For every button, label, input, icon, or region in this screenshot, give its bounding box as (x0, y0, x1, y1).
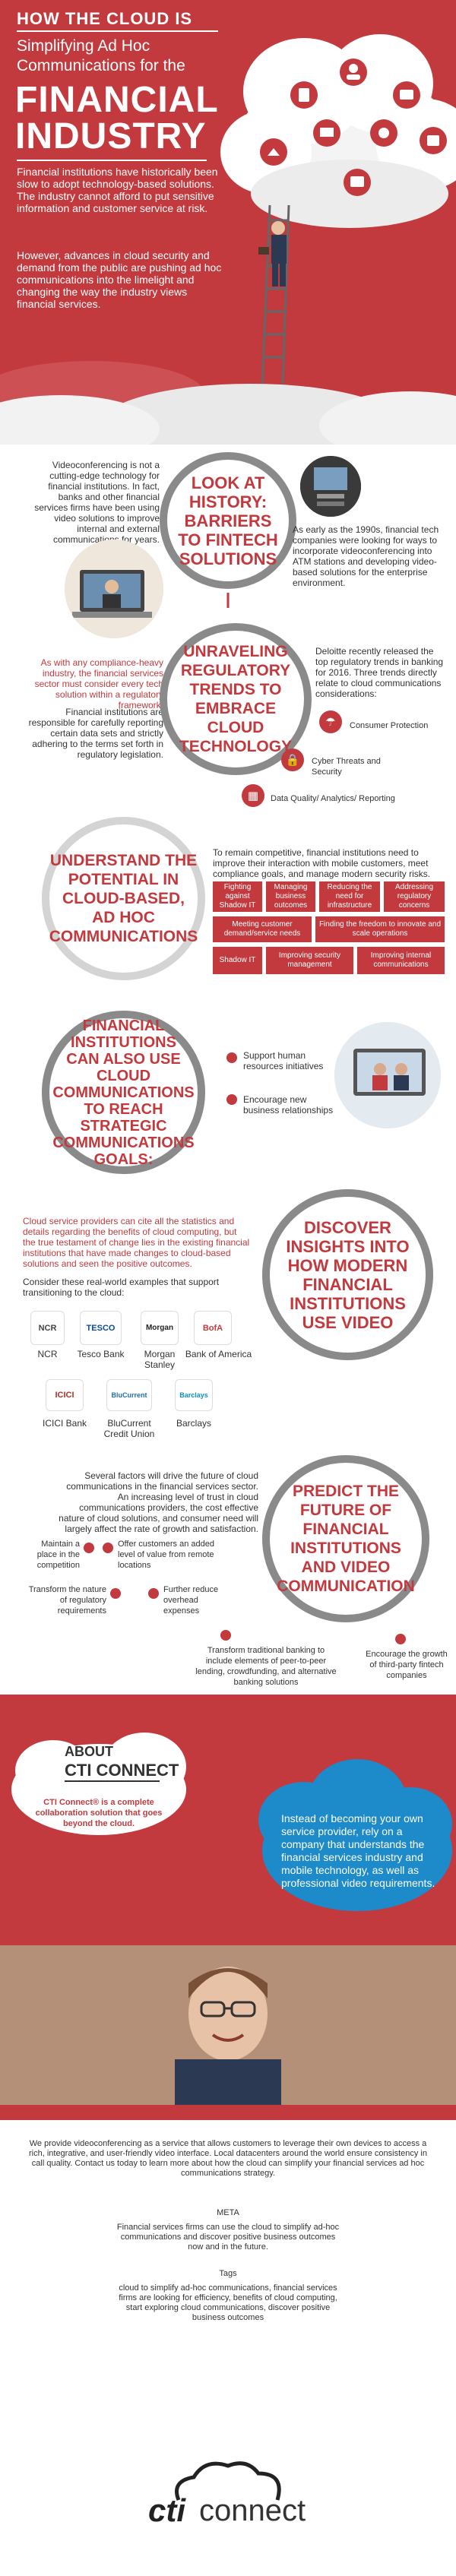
cloud-icons (260, 59, 447, 196)
strategic-title-circle: FINANCIAL INSTITUTIONS CAN ALSO USE CLOU… (42, 1011, 205, 1174)
regulatory-item-2: Cyber Threats and Security (312, 757, 381, 777)
header-big-title: FINANCIAL INDUSTRY (15, 80, 218, 157)
predict-bullet-1 (84, 1543, 94, 1553)
regulatory-item-1: Consumer Protection (350, 721, 429, 730)
about-illustration (0, 1733, 456, 2105)
cti-logo-text: cti (148, 2492, 186, 2528)
potential-tag-9: Improving internal communications (357, 947, 445, 974)
predict-intro: Several factors will drive the future of… (59, 1470, 258, 1534)
header-top-divider (17, 30, 218, 32)
potential-tag-5: Meeting customer demand/service needs (213, 916, 312, 942)
ladder (261, 204, 290, 385)
icici-logo: ICICI (46, 1379, 84, 1411)
potential-tag-1: Fighting against Shadow IT (213, 881, 262, 912)
laptop-videocall-illustration (65, 540, 163, 638)
history-right-text: As early as the 1990s, financial tech co… (293, 524, 439, 588)
regulatory-left-red-text: As with any compliance-heavy industry, t… (34, 657, 163, 710)
connect-logo-text: connect (199, 2494, 306, 2527)
atm-photo-circle (300, 456, 361, 517)
predict-bullet-5 (220, 1630, 231, 1641)
icici-label: ICICI Bank (42, 1418, 87, 1429)
consumer-protection-icon: ☂ (319, 710, 342, 733)
ncr-logo: NCR (30, 1311, 65, 1345)
about-right-text: Instead of becoming your own service pro… (281, 1812, 435, 1889)
header-cloud-illustration (0, 34, 456, 445)
predict-bullet-4 (148, 1588, 159, 1599)
predict-factor-1: Maintain a place in the competition (36, 1540, 80, 1570)
blucurrent-logo: BluCurrent (106, 1379, 152, 1411)
header-paragraph-2: However, advances in cloud security and … (17, 249, 222, 310)
bank-of-america-logo: BofA (194, 1311, 232, 1345)
ncr-label: NCR (37, 1349, 58, 1359)
atm-icon (300, 456, 361, 517)
potential-title-circle: UNDERSTAND THE POTENTIAL IN CLOUD-BASED,… (42, 817, 205, 980)
potential-tag-8: Improving security management (266, 947, 353, 974)
insights-title-circle: DISCOVER INSIGHTS INTO HOW MODERN FINANC… (262, 1189, 433, 1360)
potential-intro: To remain competitive, financial institu… (213, 847, 431, 879)
morgan-stanley-label: Morgan Stanley (144, 1349, 176, 1370)
header-subtitle: Simplifying Ad Hoc Communications for th… (17, 37, 185, 74)
predict-bullet-6 (395, 1634, 406, 1644)
about-cloud-text: CTI Connect® is a complete collaboration… (35, 1798, 163, 1828)
strategic-item-2: Encourage new business relationships (243, 1094, 334, 1116)
barclays-label: Barclays (176, 1418, 211, 1429)
footer-tags-label: Tags (219, 2269, 237, 2278)
footer-meta-label: META (217, 2208, 239, 2217)
businessman-figure (258, 221, 287, 286)
history-title-circle: LOOK AT HISTORY: BARRIERS TO FINTECH SOL… (160, 452, 296, 589)
bank-of-america-label: Bank of America (185, 1349, 252, 1359)
history-photo-circle (65, 540, 163, 638)
regulatory-title-circle: UNRAVELING REGULATORY TRENDS TO EMBRACE … (160, 623, 312, 775)
data-analytics-icon: ▦ (242, 784, 264, 807)
predict-factor-5: Transform traditional banking to include… (195, 1646, 337, 1687)
about-title-2: CTI CONNECT (65, 1761, 179, 1780)
insights-consider-text: Consider these real-world examples that … (23, 1277, 220, 1298)
predict-factor-2: Offer customers an added level of value … (118, 1540, 214, 1570)
footer-tags-text: cloud to simplify ad-hoc communications,… (119, 2283, 337, 2322)
regulatory-left-text: Financial institutions are responsible f… (28, 707, 163, 760)
predict-factor-4: Further reduce overhead expenses (163, 1585, 219, 1616)
blucurrent-label: BluCurrent Credit Union (103, 1418, 155, 1439)
tesco-label: Tesco Bank (77, 1349, 125, 1359)
header-paragraph-1: Financial institutions have historically… (17, 166, 218, 214)
strategic-bullet-2 (226, 1094, 237, 1105)
header-top-title: HOW THE CLOUD IS (17, 9, 193, 28)
connector-curve-1 (226, 593, 230, 608)
cyber-security-lock-icon: 🔒 (281, 748, 304, 771)
morgan-stanley-logo: Morgan (141, 1311, 179, 1345)
potential-tag-7: Shadow IT (213, 947, 262, 974)
cti-cloud-logo-icon (175, 2461, 281, 2501)
regulatory-item-3: Data Quality/ Analytics/ Reporting (271, 794, 395, 803)
header-section: HOW THE CLOUD IS Simplifying Ad Hoc Comm… (0, 0, 456, 445)
about-title-divider (65, 1780, 160, 1782)
header-big-divider (17, 160, 207, 161)
predict-factor-3: Transform the nature of regulatory requi… (28, 1585, 106, 1616)
predict-bullet-3 (110, 1588, 121, 1599)
predict-factor-6: Encourage the growth of third-party fint… (366, 1650, 448, 1680)
predict-title-circle: PREDICT THE FUTURE OF FINANCIAL INSTITUT… (262, 1455, 429, 1622)
history-left-text: Videoconferencing is not a cutting-edge … (34, 460, 160, 545)
potential-tag-4: Addressing regulatory concerns (384, 881, 445, 912)
strategic-photo-circle (334, 1022, 441, 1128)
videoconference-screen-illustration (334, 1022, 441, 1128)
potential-tag-3: Reducing the need for infrastructure (319, 881, 380, 912)
footer-meta-text: Financial services firms can use the clo… (116, 2223, 340, 2252)
about-title-1: ABOUT (65, 1744, 113, 1759)
barclays-logo: Barclays (175, 1379, 213, 1411)
insights-red-text: Cloud service providers can cite all the… (23, 1216, 250, 1269)
strategic-item-1: Support human resources initiatives (243, 1050, 324, 1071)
strategic-bullet-1 (226, 1052, 237, 1063)
potential-tag-6: Finding the freedom to innovate and scal… (315, 916, 445, 942)
tesco-logo: TESCO (80, 1311, 122, 1345)
potential-tag-2: Managing business outcomes (266, 881, 315, 912)
predict-bullet-2 (103, 1543, 113, 1553)
regulatory-right-text: Deloitte recently released the top regul… (315, 646, 444, 699)
footer-description: We provide videoconferencing as a servic… (28, 2139, 427, 2178)
